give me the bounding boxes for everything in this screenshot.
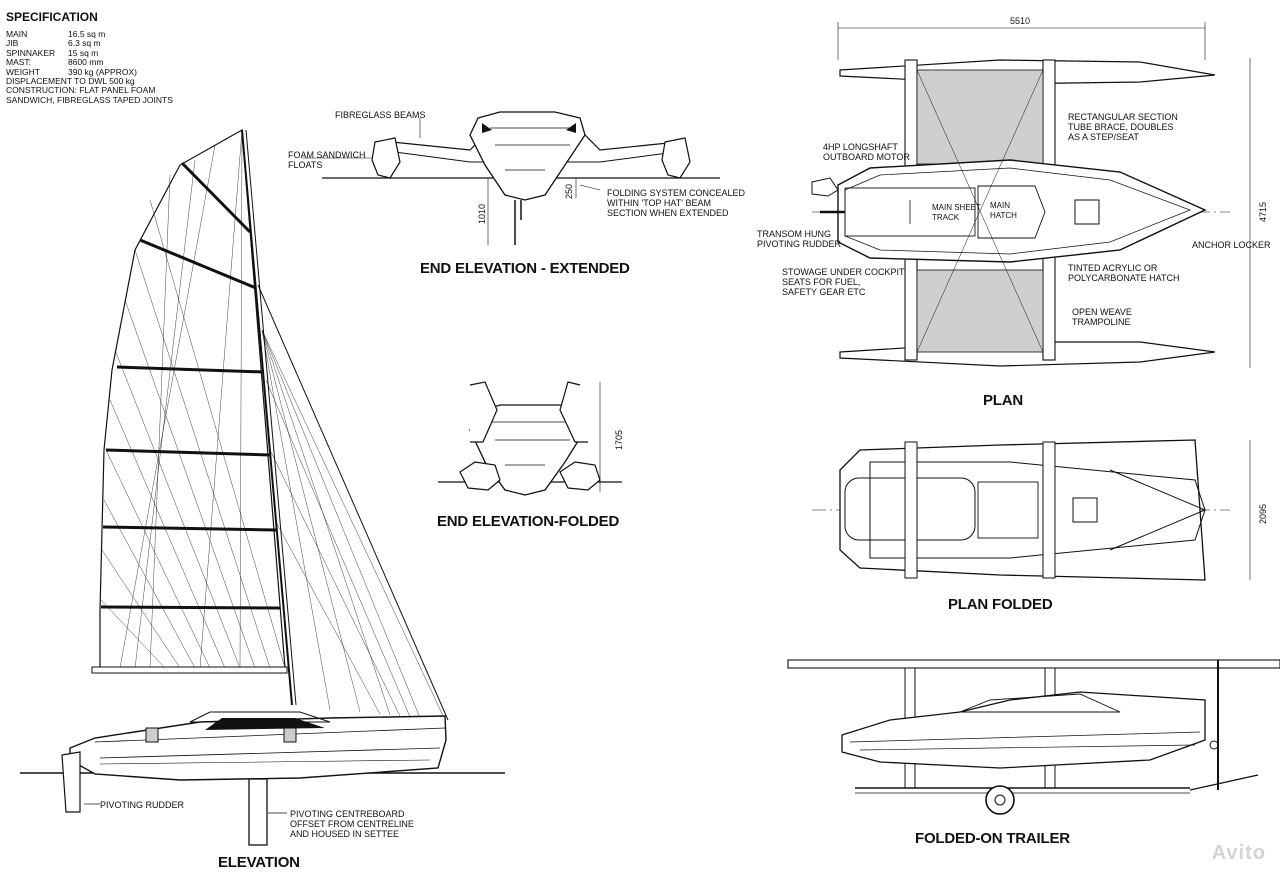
- spec-note: DISPLACEMENT TO DWL 500 kg: [6, 76, 135, 87]
- elevation-view: [20, 129, 505, 846]
- dimension-plan-length: 5510: [1010, 16, 1031, 26]
- spec-value: 6.3 sq m: [68, 38, 101, 49]
- label-pivoting-rudder: PIVOTING RUDDER: [100, 800, 185, 810]
- label-anchor-locker: ANCHOR LOCKER: [1192, 240, 1271, 250]
- spec-key: SPINNAKER: [6, 47, 56, 58]
- dimension-draft: 1010: [477, 203, 487, 224]
- spec-row: MAST: 8600 mm: [6, 57, 173, 68]
- spec-title: SPECIFICATION: [6, 10, 98, 24]
- label-outboard-motor: 4HP LONGSHAFT OUTBOARD MOTOR: [823, 142, 910, 162]
- watermark-logo: Avito: [1211, 842, 1266, 864]
- title-plan-folded: PLAN FOLDED: [948, 596, 1053, 613]
- spec-value: 15 sq m: [68, 47, 99, 58]
- spec-key: JIB: [6, 38, 19, 49]
- end-elevation-extended-view: [302, 111, 720, 245]
- dimension-folded-beam: 2095: [1258, 503, 1268, 524]
- label-stowage: STOWAGE UNDER COCKPIT SEATS FOR FUEL, SA…: [782, 267, 905, 297]
- dimension-beam-clearance: 250: [564, 183, 574, 199]
- spec-table: MAIN 16.5 sq m JIB 6.3 sq m SPINNAKER 15 sq…: [6, 29, 173, 105]
- title-elevation: ELEVATION: [218, 854, 300, 871]
- spec-note: SANDWICH, FIBREGLASS TAPED JOINTS: [6, 94, 173, 105]
- spec-key: WEIGHT: [6, 66, 40, 77]
- title-end-elevation-folded: END ELEVATION-FOLDED: [437, 513, 620, 530]
- spec-row: MAIN 16.5 sq m: [6, 29, 173, 39]
- title-folded-on-trailer: FOLDED-ON TRAILER: [915, 830, 1070, 847]
- label-main-sheet-track: MAIN SHEET TRACK: [932, 203, 981, 222]
- dimension-folded-height: 1705: [614, 429, 624, 450]
- label-centreboard: PIVOTING CENTREBOARD OFFSET FROM CENTREL…: [290, 809, 414, 839]
- spec-value: 8600 mm: [68, 57, 104, 68]
- trailer-view: [787, 659, 1280, 815]
- label-acrylic-hatch: TINTED ACRYLIC OR POLYCARBONATE HATCH: [1068, 263, 1180, 283]
- label-transom-rudder: TRANSOM HUNG PIVOTING RUDDER: [757, 229, 842, 249]
- end-elevation-folded-view: [438, 381, 622, 496]
- spec-row: WEIGHT 390 kg (APPROX): [6, 66, 173, 77]
- label-fibreglass-beams: FIBREGLASS BEAMS: [335, 110, 426, 120]
- spec-note: CONSTRUCTION: FLAT PANEL FOAM: [6, 85, 156, 96]
- plan-folded-view: [812, 439, 1251, 581]
- spec-value: 16.5 sq m: [68, 29, 106, 39]
- dimension-plan-beam: 4715: [1258, 201, 1268, 222]
- label-trampoline: OPEN WEAVE TRAMPOLINE: [1072, 307, 1132, 327]
- mainsail: [99, 129, 286, 669]
- spec-key: MAIN: [6, 29, 28, 39]
- title-end-elevation-extended: END ELEVATION - EXTENDED: [420, 260, 630, 277]
- label-foam-floats: FOAM SANDWICH FLOATS: [288, 150, 366, 170]
- spec-value: 390 kg (APPROX): [68, 66, 137, 77]
- spec-row: JIB 6.3 sq m: [6, 38, 173, 49]
- spec-key: MAST:: [6, 57, 32, 68]
- title-plan: PLAN: [983, 392, 1024, 409]
- label-folding-system: FOLDING SYSTEM CONCEALED WITHIN 'TOP HAT…: [607, 188, 746, 218]
- plan-view: [811, 22, 1251, 368]
- spec-row: SPINNAKER 15 sq m: [6, 47, 173, 58]
- label-main-hatch: MAIN HATCH: [990, 201, 1017, 220]
- label-tube-brace: RECTANGULAR SECTION TUBE BRACE, DOUBLES …: [1068, 112, 1178, 142]
- plan-main-hull: [837, 159, 1207, 263]
